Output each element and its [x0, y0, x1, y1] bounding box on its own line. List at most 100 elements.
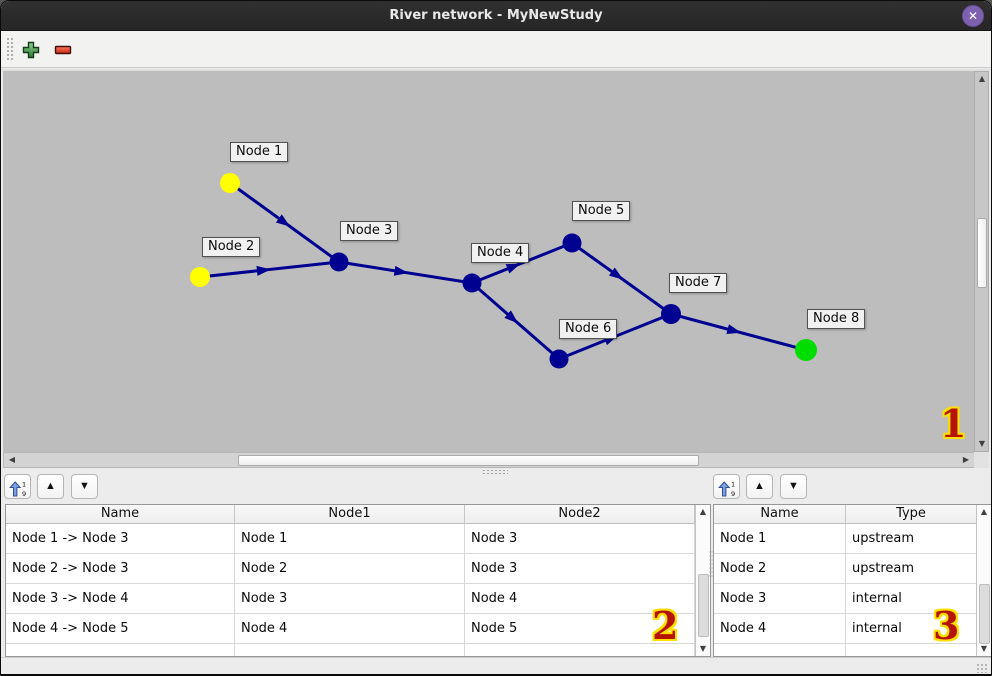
node-label-n8[interactable]: Node 8 — [807, 309, 866, 329]
node-n8-downstream[interactable] — [795, 339, 817, 361]
node-label-n3[interactable]: Node 3 — [340, 221, 399, 241]
column-header-name[interactable]: Name — [6, 505, 235, 524]
panel-toolbar-strip: 1 9 ▲ ▼ 1 9 ▲ ▼ — [1, 468, 991, 504]
nodes-scroll-thumb[interactable] — [979, 584, 990, 644]
column-header-type[interactable]: Type — [846, 505, 977, 524]
horizontal-scroll-thumb[interactable] — [238, 455, 699, 466]
scroll-up-icon[interactable]: ▲ — [980, 507, 988, 516]
nodes-move-up-button[interactable]: ▲ — [746, 474, 773, 499]
triangle-up-icon: ▲ — [754, 480, 765, 492]
vertical-scroll-thumb[interactable] — [977, 218, 987, 288]
main-toolbar — [1, 31, 991, 68]
table-cell: Node 3 — [465, 524, 695, 554]
scroll-down-icon[interactable]: ▼ — [978, 439, 986, 448]
table-cell: Node 2 — [235, 554, 465, 584]
table-cell: Node 2 — [714, 554, 846, 584]
table-cell: Node 3 -> Node 4 — [6, 584, 235, 614]
toolbar-separator — [1, 69, 991, 71]
title-bar[interactable]: River network - MyNewStudy ✕ — [1, 1, 991, 31]
node-n4-internal[interactable] — [462, 273, 482, 293]
nodes-sort-button[interactable]: 1 9 — [713, 474, 740, 499]
close-icon: ✕ — [967, 9, 979, 23]
node-n6-internal[interactable] — [549, 349, 569, 369]
links-move-up-button[interactable]: ▲ — [37, 474, 64, 499]
table-row[interactable] — [6, 644, 710, 656]
table-cell: Node 2 -> Node 3 — [6, 554, 235, 584]
table-cell: Node 3 — [714, 584, 846, 614]
nodes-move-down-button[interactable]: ▼ — [780, 474, 807, 499]
node-label-n7[interactable]: Node 7 — [669, 273, 728, 293]
annotation-2: 2 — [652, 603, 679, 648]
annotation-3: 3 — [933, 603, 960, 648]
table-cell — [465, 644, 695, 656]
table-cell: Node 1 — [235, 524, 465, 554]
sort-ascending-icon: 1 9 — [5, 480, 30, 497]
flow-arrow-icon — [726, 324, 742, 334]
sort-ascending-icon: 1 9 — [714, 480, 739, 497]
node-label-n1[interactable]: Node 1 — [230, 142, 289, 162]
flow-arrow-icon — [504, 310, 519, 324]
links-sort-button[interactable]: 1 9 — [4, 474, 31, 499]
canvas-horizontal-scrollbar[interactable]: ◀ ▶ — [3, 452, 975, 468]
links-move-down-button[interactable]: ▼ — [71, 474, 98, 499]
node-n2-upstream[interactable] — [190, 267, 210, 287]
scroll-left-icon[interactable]: ◀ — [8, 455, 16, 464]
triangle-down-icon: ▼ — [79, 480, 90, 492]
table-cell: Node 1 -> Node 3 — [6, 524, 235, 554]
scroll-up-icon[interactable]: ▲ — [978, 74, 986, 83]
window-title: River network - MyNewStudy — [389, 8, 603, 23]
svg-text:1: 1 — [22, 480, 26, 488]
resize-grip[interactable] — [976, 663, 988, 673]
links-table-scrollbar[interactable]: ▲ ▼ — [695, 505, 710, 656]
vertical-splitter-grip[interactable] — [709, 550, 714, 578]
triangle-up-icon: ▲ — [45, 480, 56, 492]
scroll-down-icon[interactable]: ▼ — [980, 644, 988, 653]
table-cell — [714, 644, 846, 656]
table-cell: Node 4 — [465, 584, 695, 614]
scroll-down-icon[interactable]: ▼ — [699, 644, 707, 653]
horizontal-splitter-grip[interactable] — [482, 469, 508, 474]
node-label-n2[interactable]: Node 2 — [202, 237, 261, 257]
table-cell: upstream — [846, 524, 977, 554]
node-n3-internal[interactable] — [329, 252, 349, 272]
column-header-node1[interactable]: Node1 — [235, 505, 465, 524]
status-strip — [1, 657, 991, 674]
node-n7-internal[interactable] — [661, 304, 681, 324]
nodes-table-scrollbar[interactable]: ▲ ▼ — [976, 505, 991, 656]
node-n1-upstream[interactable] — [220, 173, 240, 193]
table-cell — [6, 644, 235, 656]
edge-n4-n5[interactable] — [471, 241, 573, 285]
network-canvas[interactable]: Node 1 Node 2 Node 3 Node 4 Node 5 Node 6 Node… — [3, 71, 975, 452]
scroll-up-icon[interactable]: ▲ — [699, 507, 707, 516]
triangle-down-icon: ▼ — [788, 480, 799, 492]
node-label-n6[interactable]: Node 6 — [559, 319, 618, 339]
table-cell: Node 4 -> Node 5 — [6, 614, 235, 644]
node-label-n5[interactable]: Node 5 — [572, 201, 631, 221]
toolbar-drag-handle[interactable] — [6, 37, 14, 62]
flow-arrow-icon — [393, 265, 409, 276]
column-header-node2[interactable]: Node2 — [465, 505, 695, 524]
table-cell: Node 1 — [714, 524, 846, 554]
add-node-button[interactable] — [20, 39, 42, 61]
scroll-right-icon[interactable]: ▶ — [962, 455, 970, 464]
svg-text:9: 9 — [731, 490, 735, 497]
remove-node-button[interactable] — [52, 39, 74, 61]
close-button[interactable]: ✕ — [962, 5, 984, 27]
links-scroll-thumb[interactable] — [698, 574, 709, 637]
scrollbar-corner — [974, 452, 989, 468]
column-header-name[interactable]: Name — [714, 505, 846, 524]
node-n5-internal[interactable] — [562, 233, 582, 253]
canvas-vertical-scrollbar[interactable]: ▲ ▼ — [974, 71, 989, 452]
node-label-n4[interactable]: Node 4 — [471, 243, 530, 263]
